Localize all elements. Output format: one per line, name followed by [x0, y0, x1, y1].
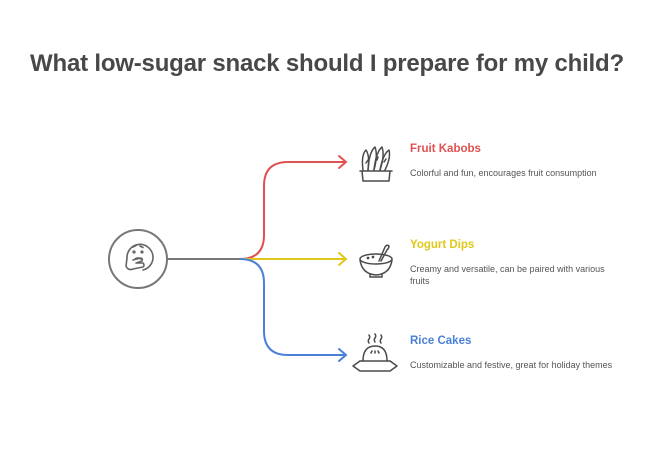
option-description: Creamy and versatile, can be paired with…: [410, 264, 605, 286]
arrow-yogurt-dips: [338, 252, 348, 266]
thinking-face-icon: [125, 243, 154, 271]
option-fruit-kabobs: Fruit Kabobs Colorful and fun, encourage…: [410, 143, 620, 179]
option-description: Customizable and festive, great for holi…: [410, 360, 613, 370]
option-label: Rice Cakes: [410, 335, 472, 347]
option-description: Colorful and fun, encourages fruit consu…: [410, 168, 597, 178]
fruit-kabobs-icon: [359, 146, 393, 182]
center-node: [108, 229, 168, 289]
yogurt-bowl-icon: [359, 244, 393, 278]
diagram-title: What low-sugar snack should I prepare fo…: [30, 50, 624, 77]
option-label: Fruit Kabobs: [410, 143, 481, 155]
branch-rice-cakes: [239, 258, 346, 356]
option-yogurt-dips: Yogurt Dips Creamy and versatile, can be…: [410, 239, 620, 287]
branch-fruit-kabobs: [239, 161, 346, 260]
arrow-rice-cakes: [338, 348, 348, 362]
option-label: Yogurt Dips: [410, 239, 475, 251]
rice-cake-icon: [352, 333, 398, 372]
option-rice-cakes: Rice Cakes Customizable and festive, gre…: [410, 335, 620, 371]
arrow-fruit-kabobs: [338, 155, 348, 169]
